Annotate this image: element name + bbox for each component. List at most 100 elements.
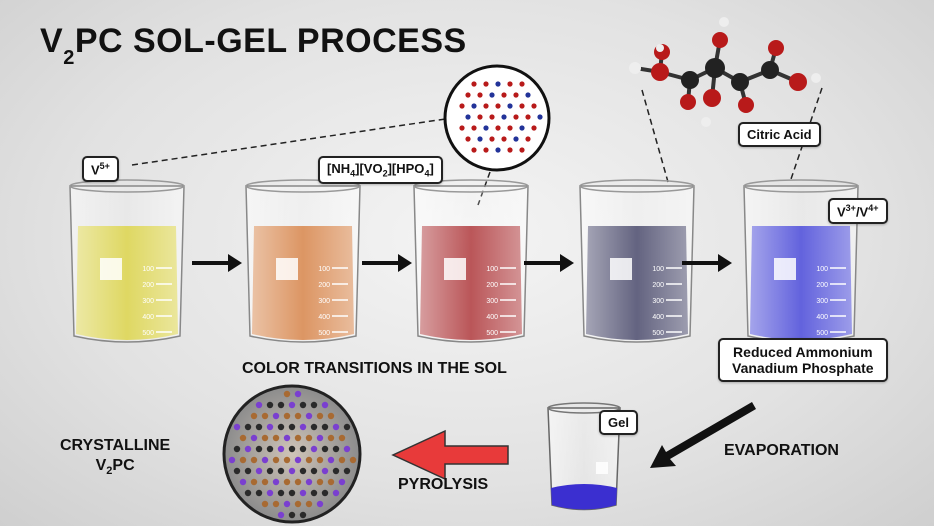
beaker-tick-label: 400 — [816, 314, 828, 321]
structure-zoom-circle — [443, 64, 551, 172]
structure-atom — [477, 92, 483, 98]
structure-atom — [525, 114, 531, 120]
lattice-atom — [277, 423, 285, 431]
lattice-atom — [321, 445, 329, 453]
lattice-atom — [261, 500, 269, 508]
lattice-atom — [294, 390, 302, 398]
structure-atom — [489, 92, 495, 98]
label-gel: Gel — [599, 410, 638, 435]
lattice-atom — [294, 500, 302, 508]
structure-atom — [465, 136, 471, 142]
caption-pyrolysis: PYROLYSIS — [398, 476, 489, 493]
lattice-atom — [283, 412, 291, 420]
structure-atom — [495, 103, 501, 109]
structure-atom — [477, 136, 483, 142]
structure-atom — [501, 114, 507, 120]
lattice-atom — [244, 423, 252, 431]
beaker-tick-label: 300 — [142, 298, 154, 305]
lattice-atom — [277, 445, 285, 453]
connector-molecule-beaker4 — [641, 89, 669, 183]
lattice-atom — [283, 478, 291, 486]
structure-atom — [519, 81, 525, 87]
beaker-tick-label: 500 — [816, 330, 828, 337]
crystalline-lattice-circle — [222, 384, 362, 524]
lattice-atom — [255, 401, 263, 409]
lattice-atom — [316, 456, 324, 464]
structure-atom — [471, 103, 477, 109]
structure-atom — [537, 114, 543, 120]
beaker-tick-label: 100 — [486, 266, 498, 273]
lattice-atom — [261, 434, 269, 442]
structure-atom — [495, 147, 501, 153]
lattice-atom — [327, 434, 335, 442]
lattice-atom — [305, 478, 313, 486]
beaker-tick-label: 400 — [142, 314, 154, 321]
lattice-atom — [261, 478, 269, 486]
lattice-atom — [294, 478, 302, 486]
lattice-atom — [343, 445, 351, 453]
lattice-atom — [272, 434, 280, 442]
lattice-atom — [283, 434, 291, 442]
lattice-atom — [310, 423, 318, 431]
lattice-atom — [272, 500, 280, 508]
beaker-tick-label: 300 — [486, 298, 498, 305]
lattice-atom — [288, 489, 296, 497]
structure-atom — [507, 125, 513, 131]
lattice-atom — [266, 423, 274, 431]
lattice-atom — [283, 390, 291, 398]
lattice-atom — [332, 467, 340, 475]
lattice-atom — [305, 434, 313, 442]
lattice-atom — [239, 434, 247, 442]
lattice-atom — [228, 456, 236, 464]
lattice-atom — [283, 500, 291, 508]
lattice-atom — [272, 412, 280, 420]
lattice-atom — [233, 423, 241, 431]
lattice-atom — [338, 456, 346, 464]
lattice-atom — [343, 467, 351, 475]
beaker-tick-label: 200 — [816, 282, 828, 289]
structure-atom — [459, 125, 465, 131]
beakers-group: 1002003004005001002003004005001002003004… — [69, 179, 859, 343]
caption-evaporation: EVAPORATION — [724, 442, 839, 459]
lattice-atom — [327, 412, 335, 420]
beaker-tick-label: 200 — [318, 282, 330, 289]
lattice-atom — [277, 511, 285, 519]
lattice-atom — [239, 478, 247, 486]
lattice-atom — [349, 456, 357, 464]
arrow-2-3 — [362, 254, 412, 272]
label-citric-acid: Citric Acid — [738, 122, 821, 147]
structure-atom — [471, 125, 477, 131]
lattice-atom — [277, 401, 285, 409]
lattice-atom — [255, 489, 263, 497]
beaker-tick-label: 500 — [652, 330, 664, 337]
structure-atom — [525, 136, 531, 142]
structure-atom — [489, 136, 495, 142]
lattice-atom — [255, 467, 263, 475]
connector-v5-zoom — [131, 117, 453, 166]
structure-atom — [531, 103, 537, 109]
lattice-atom — [250, 434, 258, 442]
lattice-atom — [244, 467, 252, 475]
lattice-atom — [244, 489, 252, 497]
lattice-atom — [277, 489, 285, 497]
lattice-atom — [299, 445, 307, 453]
lattice-atom — [299, 423, 307, 431]
lattice-atom — [310, 401, 318, 409]
beaker-tick-label: 200 — [486, 282, 498, 289]
structure-atom — [495, 81, 501, 87]
structure-atom — [477, 114, 483, 120]
lattice-atom — [266, 401, 274, 409]
lattice-atom — [233, 467, 241, 475]
structure-atom — [459, 103, 465, 109]
lattice-atom — [343, 423, 351, 431]
lattice-atom — [321, 401, 329, 409]
structure-atom — [519, 147, 525, 153]
structure-atom — [465, 114, 471, 120]
pyrolysis-arrow — [391, 429, 509, 481]
structure-atom — [519, 103, 525, 109]
lattice-atom — [310, 489, 318, 497]
structure-atom — [483, 103, 489, 109]
